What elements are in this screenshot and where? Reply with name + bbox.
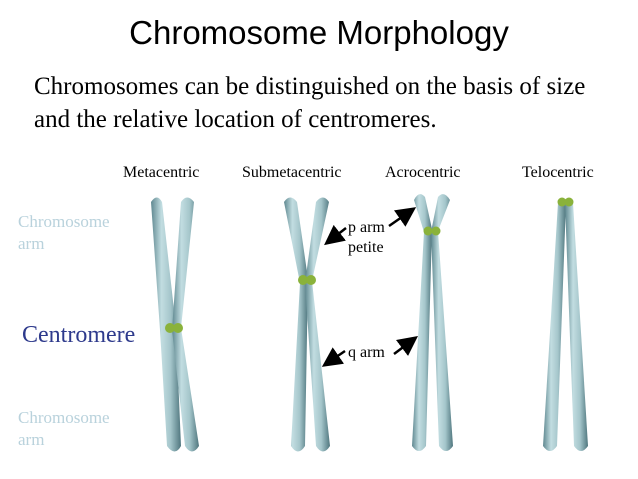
centromere [165,323,175,333]
acro-p-arm-arrow [388,207,417,228]
centromere [173,323,183,333]
chromosome-arm-top-label: Chromosome arm [18,212,110,253]
label-telocentric: Telocentric [522,164,594,181]
chromatid [431,194,453,451]
chromatid [412,194,432,451]
submetacentric-chromosome [284,197,330,452]
chromosome-arm-bottom-label: Chromosome arm [18,408,110,449]
page-title: Chromosome Morphology [129,14,509,51]
q-arm-arrow [321,347,346,367]
label-acrocentric: Acrocentric [385,164,461,181]
centromere [423,226,433,236]
telocentric-chromosome [543,197,588,451]
chromatid [565,200,588,451]
label-submetacentric: Submetacentric [242,164,342,181]
chromatid [151,197,181,452]
chromatid [305,197,330,452]
metacentric-chromosome [151,197,199,452]
p-arm-label: p arm petite [348,219,385,256]
centromere [557,197,567,207]
centromere [564,197,574,207]
p-arm-arrow [324,224,347,246]
acro-q-arm-arrow [393,336,418,356]
chromatid [284,197,308,452]
acrocentric-chromosome [412,194,453,451]
subtitle: Chromosomes can be distinguished on the … [34,73,586,133]
chromatid [543,200,566,451]
centromere-label: Centromere [22,322,136,348]
q-arm-label: q arm [348,344,385,361]
chromatid [172,197,199,452]
centromere [298,275,308,285]
label-metacentric: Metacentric [123,164,200,181]
centromere [431,226,441,236]
centromere [306,275,316,285]
